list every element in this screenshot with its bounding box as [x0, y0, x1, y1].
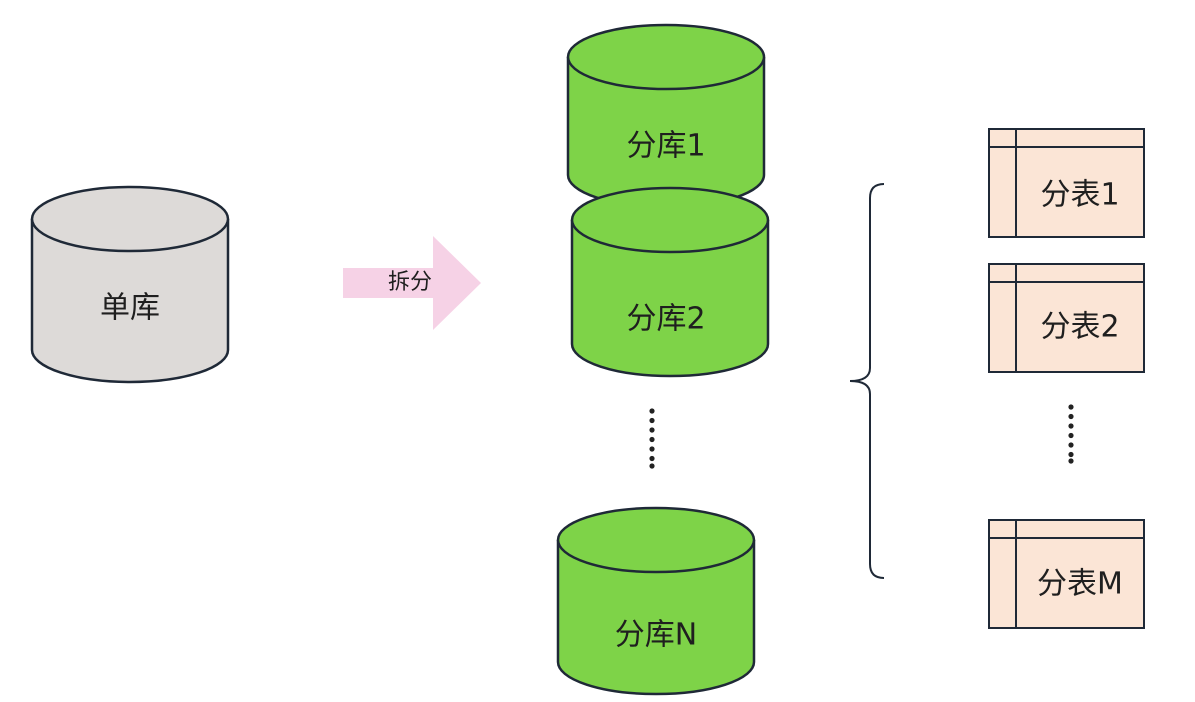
table-label: 分表2	[1040, 310, 1119, 345]
shard-cylinder: 分库N	[556, 506, 756, 696]
shard-label: 分库1	[626, 129, 705, 164]
shard-cylinder: 分库1	[566, 23, 766, 209]
source-db-label: 单库	[100, 291, 160, 326]
source-db-body	[30, 219, 230, 384]
table-icon: 分表1	[988, 128, 1145, 238]
shard-label: 分库2	[626, 302, 705, 337]
table-label: 分表1	[1040, 178, 1119, 213]
table-ellipsis	[1068, 404, 1074, 464]
shard-body	[570, 220, 770, 378]
table-icon: 分表M	[988, 519, 1145, 629]
shard-top	[556, 506, 756, 574]
source-db-top	[30, 185, 230, 253]
shard-top	[570, 186, 770, 254]
table-label: 分表M	[1037, 567, 1123, 602]
split-arrow-label: 拆分	[388, 270, 432, 295]
table-icon: 分表2	[988, 263, 1145, 373]
shard-top	[566, 23, 766, 91]
shard-body	[556, 540, 756, 696]
split-arrow: 拆分	[343, 236, 481, 330]
source-db-cylinder: 单库	[30, 185, 230, 384]
shard-label: 分库N	[615, 618, 697, 653]
shard-cylinder: 分库2	[570, 186, 770, 378]
shard-ellipsis	[649, 408, 655, 469]
grouping-brace	[849, 183, 885, 579]
split-arrow-shape	[343, 236, 481, 330]
